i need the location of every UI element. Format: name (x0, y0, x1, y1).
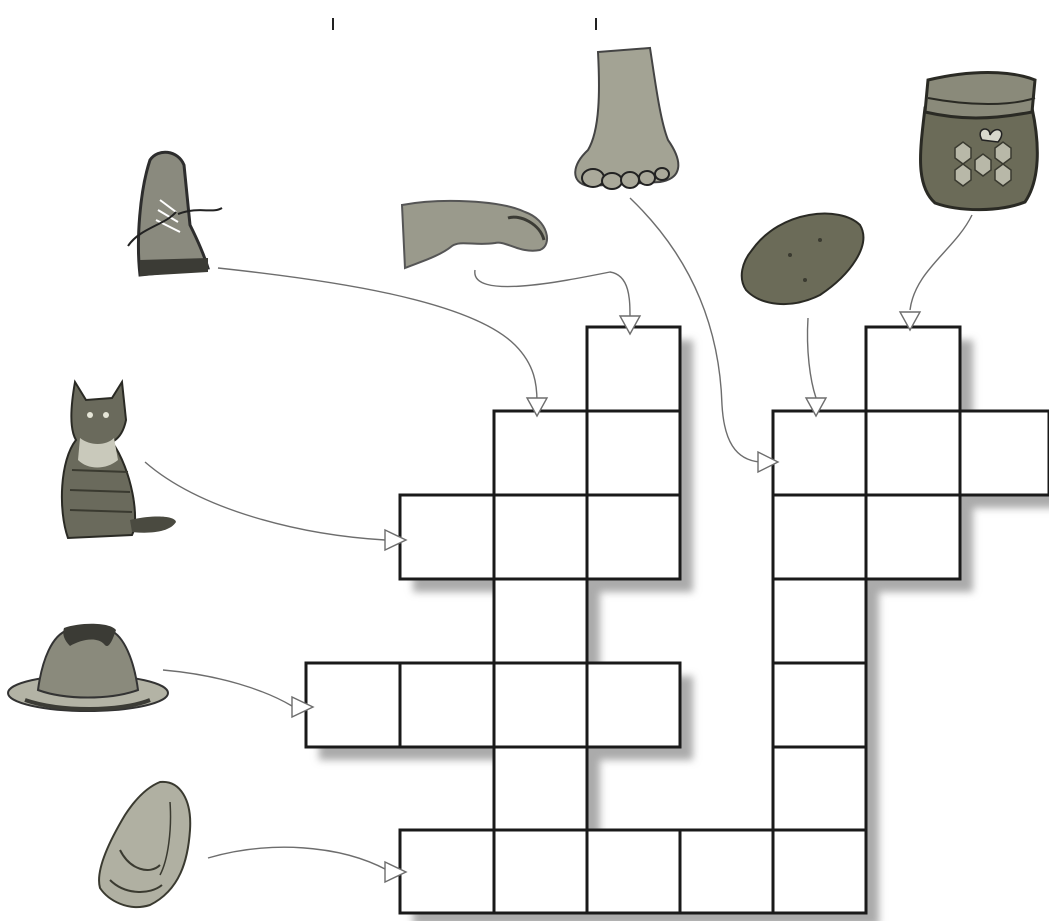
crossword-grid (306, 327, 1049, 913)
grid-cell[interactable] (494, 663, 587, 747)
connector-pudding (163, 670, 292, 706)
grid-cell[interactable] (587, 663, 680, 747)
grid-cell[interactable] (773, 411, 866, 495)
grid-cell[interactable] (494, 411, 587, 495)
grid-cell[interactable] (494, 579, 587, 663)
grid-cell[interactable] (400, 663, 494, 747)
grid-cell[interactable] (773, 663, 866, 747)
grid-cell[interactable] (773, 579, 866, 663)
grid-cell[interactable] (400, 830, 494, 913)
finger-icon (402, 201, 547, 268)
connector-shoe (218, 268, 537, 402)
connector-belly (208, 847, 387, 870)
grid-cell[interactable] (306, 663, 400, 747)
grid-cell[interactable] (773, 830, 866, 913)
grid-cell[interactable] (587, 411, 680, 495)
connector-honey (910, 215, 972, 310)
connector-finger (475, 270, 630, 318)
grid-cell[interactable] (866, 495, 960, 579)
grid-cell[interactable] (587, 830, 680, 913)
grid-cell[interactable] (866, 411, 960, 495)
grid-cell[interactable] (773, 495, 866, 579)
grid-cell[interactable] (494, 747, 587, 830)
shoe-icon (128, 152, 222, 276)
grid-cell[interactable] (587, 495, 680, 579)
grid-cell[interactable] (494, 495, 587, 579)
honey-jar-icon (921, 73, 1038, 210)
grid-cell[interactable] (960, 411, 1049, 495)
grid-cell[interactable] (680, 830, 773, 913)
grid-cell[interactable] (494, 830, 587, 913)
grid-cell[interactable] (866, 327, 960, 411)
grid-cell[interactable] (400, 495, 494, 579)
potato-icon (742, 214, 864, 304)
cat-icon (62, 382, 176, 538)
grid-cell[interactable] (773, 747, 866, 830)
pudding-icon (8, 624, 168, 711)
grid-cell[interactable] (587, 327, 680, 411)
connector-potato (807, 318, 816, 398)
foot-icon (575, 48, 678, 189)
connector-cat (145, 462, 385, 540)
belly-icon (99, 782, 190, 907)
